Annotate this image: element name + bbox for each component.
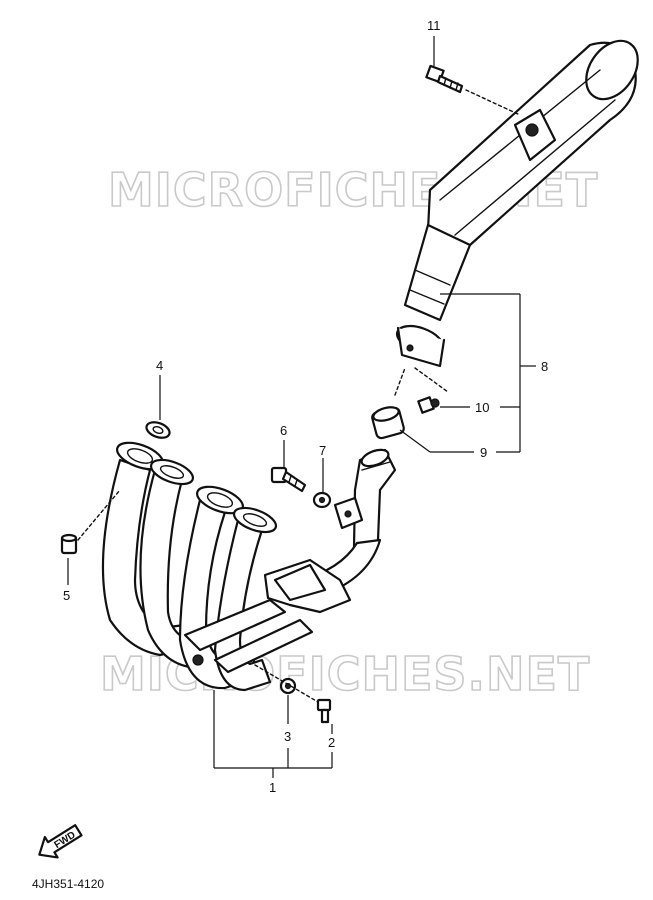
leader-10-dash xyxy=(414,367,449,393)
bolt-part-11 xyxy=(425,64,464,94)
exhaust-header-assembly xyxy=(101,441,397,692)
muffler xyxy=(395,39,639,368)
nut-part-5 xyxy=(60,533,78,555)
callout-10: 10 xyxy=(475,400,489,415)
callout-4: 4 xyxy=(156,358,163,373)
callout-11: 11 xyxy=(427,18,441,33)
leader-23-dash xyxy=(254,664,319,703)
callout-8: 8 xyxy=(541,359,548,374)
leader-5-dash xyxy=(77,489,121,541)
leader-lines xyxy=(67,36,536,778)
gasket-part-4 xyxy=(145,421,171,439)
callout-3: 3 xyxy=(284,729,291,744)
callout-9: 9 xyxy=(480,445,487,460)
leader-11-dash xyxy=(465,89,521,116)
diagram-code: 4JH351-4120 xyxy=(32,877,104,891)
callout-7: 7 xyxy=(319,443,326,458)
callout-6: 6 xyxy=(280,423,287,438)
washer-part-7 xyxy=(312,491,332,509)
gasket-part-9 xyxy=(371,406,405,440)
leader-9-dash xyxy=(394,367,406,396)
forward-arrow-icon: FWD xyxy=(38,824,83,859)
washer-part-3 xyxy=(279,677,297,695)
callout-5: 5 xyxy=(63,588,70,603)
bolt-part-6 xyxy=(270,466,307,493)
callout-2: 2 xyxy=(328,735,335,750)
callout-1: 1 xyxy=(269,780,276,795)
nut-part-10 xyxy=(417,396,440,414)
bolt-part-2 xyxy=(316,698,332,724)
